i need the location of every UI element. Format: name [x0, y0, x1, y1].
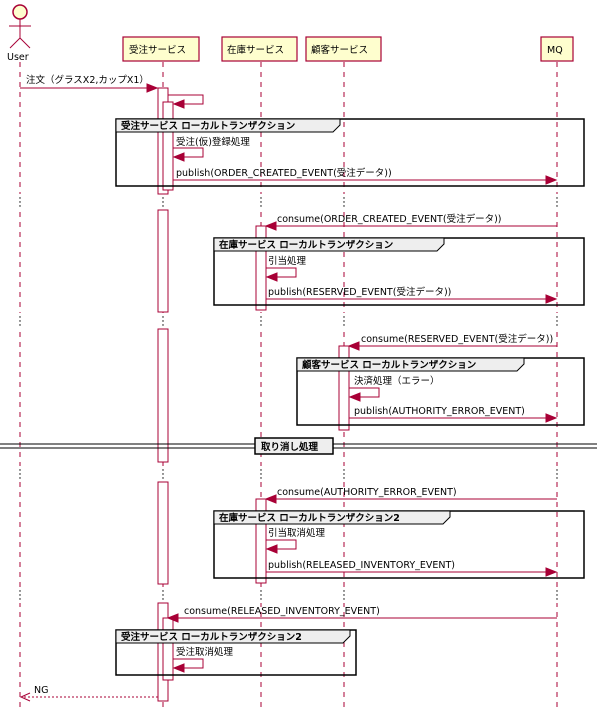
message-label: publish(AUTHORITY_ERROR_EVENT): [354, 406, 525, 417]
participant-name: 受注サービス: [129, 44, 186, 56]
activation-order-5b: [162, 617, 174, 681]
separator-cancel: 取り消し処理: [0, 437, 597, 455]
self-message-reserve-cancel: 引当取消処理: [265, 527, 326, 554]
group-stock-tx: 在庫サービス ローカルトランザクション: [213, 237, 585, 306]
participant-order: 受注サービス: [122, 36, 200, 62]
actor-icon: [9, 4, 31, 49]
message-publish-authority-error: publish(AUTHORITY_ERROR_EVENT): [349, 406, 558, 423]
self-message-reserve: 引当処理: [265, 255, 307, 282]
participant-name: MQ: [547, 45, 563, 56]
message-label: 注文（グラスX2,カップX1）: [26, 74, 149, 86]
group-order-tx-2: 受注サービス ローカルトランザクション2: [115, 629, 357, 676]
message-label: consume(RESERVED_EVENT(受注データ)): [361, 333, 553, 345]
message-consume-authority-error: consume(AUTHORITY_ERROR_EVENT): [264, 487, 557, 504]
activation-order-2: [157, 209, 169, 313]
group-label: 受注サービス ローカルトランザクション: [121, 120, 295, 132]
message-consume-order-created: consume(ORDER_CREATED_EVENT(受注データ)): [264, 213, 557, 231]
message-label: 引当処理: [268, 255, 307, 267]
group-label: 在庫サービス ローカルトランザクション2: [219, 512, 400, 524]
message-label: 受注取消処理: [176, 646, 234, 658]
group-label: 在庫サービス ローカルトランザクション: [219, 239, 393, 251]
message-label: consume(AUTHORITY_ERROR_EVENT): [277, 487, 457, 498]
message-return-ng: NG: [19, 685, 158, 702]
message-label: 決済処理（エラー）: [354, 375, 440, 387]
self-message-order: [168, 94, 204, 109]
message-consume-reserved: consume(RESERVED_EVENT(受注データ)): [347, 333, 557, 351]
message-publish-order-created: publish(ORDER_CREATED_EVENT(受注データ)): [173, 167, 558, 185]
message-label: NG: [34, 685, 48, 696]
group-order-tx: 受注サービス ローカルトランザクション: [115, 118, 585, 187]
activation-order-1b: [162, 101, 174, 191]
group-customer-tx: 顧客サービス ローカルトランザクション: [296, 357, 585, 426]
participant-user: User: [7, 4, 31, 63]
participant-customer: 顧客サービス: [305, 36, 382, 62]
time-gaps: [0, 194, 597, 603]
message-publish-released-inventory: publish(RELEASED_INVENTORY_EVENT): [266, 560, 558, 577]
separator-label: 取り消し処理: [261, 441, 319, 453]
message-order-request: 注文（グラスX2,カップX1）: [20, 74, 159, 93]
participant-mq: MQ: [540, 36, 574, 62]
message-label: publish(RESERVED_EVENT(受注データ)): [268, 286, 451, 298]
activation-order-4: [157, 481, 169, 585]
message-label: consume(ORDER_CREATED_EVENT(受注データ)): [277, 213, 501, 225]
participant-stock: 在庫サービス: [221, 36, 298, 62]
participant-name: 在庫サービス: [227, 44, 284, 56]
message-consume-released-inventory: consume(RELEASED_INVENTORY_EVENT): [166, 606, 557, 623]
message-label: 受注(仮)登録処理: [176, 136, 250, 148]
message-label: publish(RELEASED_INVENTORY_EVENT): [268, 560, 455, 571]
participant-name: 顧客サービス: [311, 44, 368, 56]
participant-name: User: [7, 52, 29, 63]
message-label: consume(RELEASED_INVENTORY_EVENT): [184, 606, 380, 617]
self-message-order-cancel: 受注取消処理: [172, 646, 234, 673]
self-message-provisional: 受注(仮)登録処理: [172, 136, 250, 162]
message-label: publish(ORDER_CREATED_EVENT(受注データ)): [176, 167, 392, 179]
group-stock-tx-2: 在庫サービス ローカルトランザクション2: [213, 510, 585, 579]
self-message-payment: 決済処理（エラー）: [348, 375, 440, 402]
activation-stock-2: [255, 498, 267, 584]
messages: 注文（グラスX2,カップX1） 受注(仮)登録処理 publish(ORDER_…: [19, 74, 558, 702]
group-label: 顧客サービス ローカルトランザクション: [302, 359, 476, 371]
message-label: 引当取消処理: [268, 527, 326, 539]
activation-order-3: [157, 328, 169, 463]
message-publish-reserved: publish(RESERVED_EVENT(受注データ)): [266, 286, 558, 304]
group-label: 受注サービス ローカルトランザクション2: [121, 631, 302, 643]
